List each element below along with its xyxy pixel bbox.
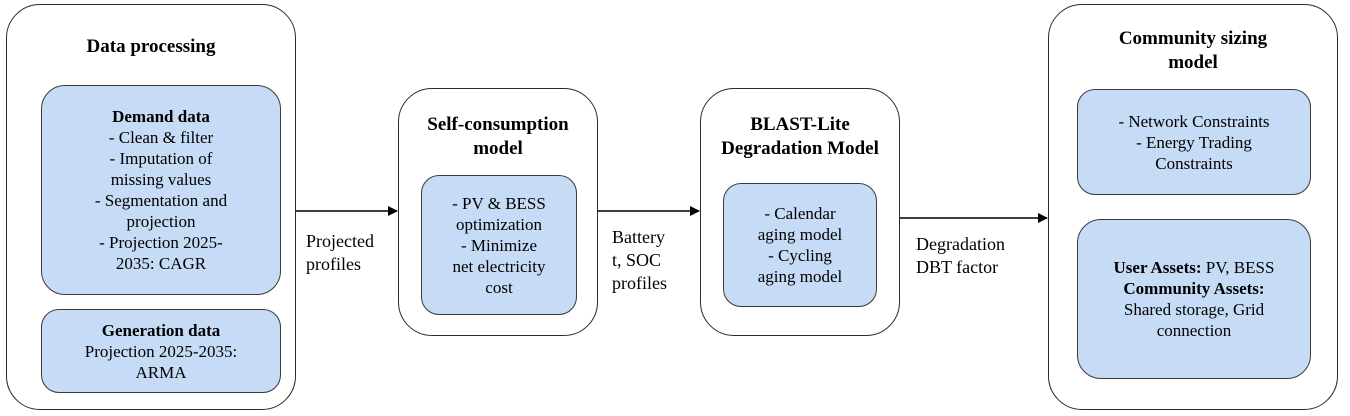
user-assets-value: PV, BESS	[1201, 258, 1275, 277]
community-assets-line: connection	[1156, 321, 1232, 340]
constraints-box: - Network Constraints - Energy Trading C…	[1077, 89, 1311, 195]
edge-label-line: DBT factor	[916, 257, 999, 277]
self-consumption-line: cost	[485, 277, 513, 297]
edge-label-line: Projected	[306, 231, 374, 251]
generation-data-heading: Generation data	[101, 320, 221, 340]
data-processing-title: Data processing	[86, 36, 216, 57]
demand-line: projection	[126, 212, 196, 231]
demand-line: - Projection 2025-	[99, 233, 223, 252]
blast-lite-box: - Calendar aging model - Cycling aging m…	[723, 183, 877, 307]
self-consumption-title: Self-consumption model	[399, 113, 597, 161]
edge-label-line: Battery	[612, 227, 665, 247]
edge-label-battery-soc: Battery t, SOC profiles	[612, 226, 667, 295]
generation-line: ARMA	[135, 362, 187, 382]
data-processing-panel: Data processing Demand data - Clean & fi…	[6, 4, 296, 410]
edge-label-line: profiles	[306, 254, 361, 274]
demand-data-heading: Demand data	[112, 107, 210, 126]
demand-line: - Imputation of	[109, 149, 213, 168]
blast-lite-title: BLAST-Lite Degradation Model	[701, 113, 899, 161]
demand-line: 2035: CAGR	[115, 254, 207, 273]
generation-line: Projection 2025-2035:	[84, 341, 238, 361]
blast-lite-line: - Cycling	[768, 246, 832, 265]
user-assets-label: User Assets:	[1113, 258, 1202, 277]
self-consumption-line: - PV & BESS	[452, 193, 546, 213]
community-sizing-title: Community sizing model	[1049, 27, 1337, 75]
demand-data-box: Demand data - Clean & filter - Imputatio…	[41, 85, 281, 295]
community-sizing-panel: Community sizing model - Network Constra…	[1048, 4, 1338, 410]
demand-line: - Segmentation and	[94, 191, 228, 210]
assets-box: User Assets: PV, BESS Community Assets: …	[1077, 219, 1311, 379]
community-sizing-title-line: model	[1168, 52, 1218, 73]
generation-data-box: Generation data Projection 2025-2035: AR…	[41, 309, 281, 393]
edge-label-degradation: Degradation DBT factor	[916, 233, 1005, 279]
edge-label-line: t, SOC	[612, 250, 662, 270]
self-consumption-line: - Minimize	[460, 235, 537, 255]
edge-label-line: profiles	[612, 273, 667, 293]
self-consumption-line: optimization	[456, 214, 542, 234]
edge-label-projected-profiles: Projected profiles	[306, 230, 374, 276]
blast-lite-line: aging model	[757, 225, 843, 244]
self-consumption-box: - PV & BESS optimization - Minimize net …	[421, 175, 577, 315]
community-sizing-title-line: Community sizing	[1118, 28, 1268, 49]
blast-lite-panel: BLAST-Lite Degradation Model - Calendar …	[700, 88, 900, 336]
demand-line: - Clean & filter	[108, 128, 214, 147]
self-consumption-title-line: Self-consumption	[427, 114, 569, 135]
community-assets-label: Community Assets:	[1123, 279, 1265, 298]
edge-label-line: Degradation	[916, 234, 1005, 254]
self-consumption-line: net electricity	[452, 256, 546, 276]
blast-lite-title-line: BLAST-Lite	[750, 114, 850, 135]
blast-lite-line: - Calendar	[764, 204, 836, 223]
self-consumption-panel: Self-consumption model - PV & BESS optim…	[398, 88, 598, 336]
self-consumption-title-line: model	[473, 138, 523, 159]
user-assets-line: User Assets: PV, BESS	[1114, 257, 1275, 278]
constraint-line: - Energy Trading	[1136, 132, 1252, 152]
blast-lite-title-line: Degradation Model	[721, 138, 879, 159]
community-assets-line: Shared storage, Grid	[1123, 300, 1265, 319]
blast-lite-line: aging model	[757, 267, 843, 286]
constraint-line: Constraints	[1155, 153, 1233, 173]
demand-line: missing values	[110, 170, 212, 189]
constraint-line: - Network Constraints	[1118, 111, 1270, 131]
